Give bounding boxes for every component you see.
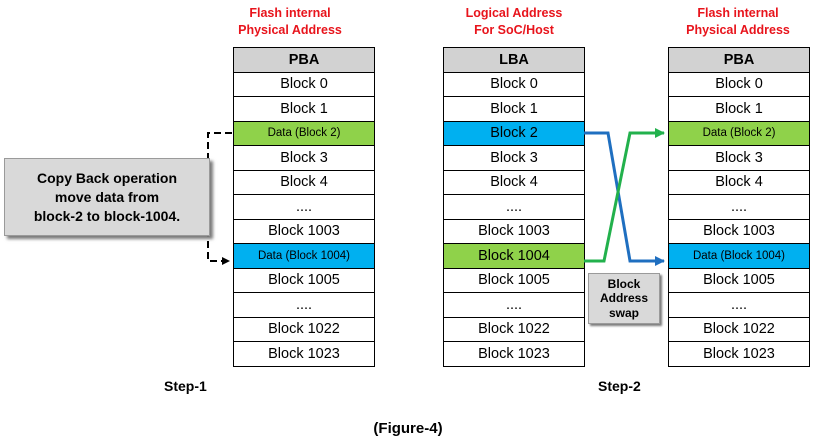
lba-header: LBA bbox=[444, 48, 584, 73]
lba-column: LBA Block 0 Block 1 Block 2 Block 3 Bloc… bbox=[443, 47, 585, 367]
pba-cell: Block 1005 bbox=[234, 268, 374, 293]
pba-column-step2: PBA Block 0 Block 1 Data (Block 2) Block… bbox=[668, 47, 810, 367]
lba-cell-ellipsis: .... bbox=[444, 195, 584, 220]
callout-line3: block-2 to block-1004. bbox=[33, 207, 181, 224]
header-right-line2: Physical Address bbox=[686, 23, 790, 37]
pba-cell-ellipsis: .... bbox=[234, 195, 374, 220]
lba-cell-block-1004: Block 1004 bbox=[444, 244, 584, 269]
pba-header: PBA bbox=[669, 48, 809, 73]
pba-cell: Block 1005 bbox=[669, 268, 809, 293]
pba-column-step1: PBA Block 0 Block 1 Data (Block 2) Block… bbox=[233, 47, 375, 367]
lba-cell: Block 1003 bbox=[444, 219, 584, 244]
copy-back-callout: Copy Back operation move data from block… bbox=[4, 158, 210, 236]
header-left-line2: Physical Address bbox=[238, 23, 342, 37]
header-middle-line1: Logical Address bbox=[465, 6, 563, 20]
pba-cell-ellipsis: .... bbox=[669, 293, 809, 318]
lba-cell: Block 1022 bbox=[444, 317, 584, 342]
lba-cell: Block 1 bbox=[444, 97, 584, 122]
pba-cell-ellipsis: .... bbox=[234, 293, 374, 318]
lba-cell: Block 1005 bbox=[444, 268, 584, 293]
pba-cell-ellipsis: .... bbox=[669, 195, 809, 220]
swap-line3: swap bbox=[608, 305, 639, 320]
lba-cell: Block 3 bbox=[444, 146, 584, 171]
pba-cell-data-block-1004: Data (Block 1004) bbox=[669, 244, 809, 269]
lba-cell-ellipsis: .... bbox=[444, 293, 584, 318]
header-middle: Logical Address For SoC/Host bbox=[434, 5, 594, 39]
header-right: Flash internal Physical Address bbox=[658, 5, 816, 39]
pba-cell: Block 1003 bbox=[234, 219, 374, 244]
lba-cell: Block 0 bbox=[444, 72, 584, 97]
pba-cell: Block 0 bbox=[234, 72, 374, 97]
pba-cell: Block 1022 bbox=[669, 317, 809, 342]
swap-arrow-green bbox=[584, 128, 665, 263]
step1-label: Step-1 bbox=[164, 378, 207, 394]
swap-line1: Block bbox=[607, 276, 641, 291]
pba-cell: Block 1022 bbox=[234, 317, 374, 342]
pba-cell-data-block-2: Data (Block 2) bbox=[234, 121, 374, 146]
pba-cell: Block 0 bbox=[669, 72, 809, 97]
swap-arrow-blue bbox=[584, 131, 665, 266]
header-right-line1: Flash internal bbox=[697, 6, 779, 20]
pba-cell: Block 1 bbox=[669, 97, 809, 122]
callout-line2: move data from bbox=[54, 188, 160, 205]
lba-cell-block-2: Block 2 bbox=[444, 121, 584, 146]
step2-label: Step-2 bbox=[598, 378, 641, 394]
pba-cell: Block 1023 bbox=[669, 342, 809, 367]
pba-cell: Block 3 bbox=[234, 146, 374, 171]
pba-cell: Block 1003 bbox=[669, 219, 809, 244]
lba-cell: Block 1023 bbox=[444, 342, 584, 367]
pba-cell: Block 4 bbox=[669, 170, 809, 195]
pba-cell-data-block-1004: Data (Block 1004) bbox=[234, 244, 374, 269]
swap-line2: Address bbox=[599, 291, 649, 306]
pba-cell: Block 3 bbox=[669, 146, 809, 171]
pba-header: PBA bbox=[234, 48, 374, 73]
lba-cell: Block 4 bbox=[444, 170, 584, 195]
copy-back-dashed-arrow bbox=[207, 132, 232, 265]
header-left-line1: Flash internal bbox=[249, 6, 331, 20]
pba-cell-data-block-2: Data (Block 2) bbox=[669, 121, 809, 146]
pba-cell: Block 4 bbox=[234, 170, 374, 195]
callout-line1: Copy Back operation bbox=[36, 169, 178, 186]
pba-cell: Block 1 bbox=[234, 97, 374, 122]
block-address-swap-label: Block Address swap bbox=[588, 273, 660, 324]
header-middle-line2: For SoC/Host bbox=[474, 23, 554, 37]
pba-cell: Block 1023 bbox=[234, 342, 374, 367]
header-left: Flash internal Physical Address bbox=[210, 5, 370, 39]
figure-caption: (Figure-4) bbox=[373, 420, 443, 437]
